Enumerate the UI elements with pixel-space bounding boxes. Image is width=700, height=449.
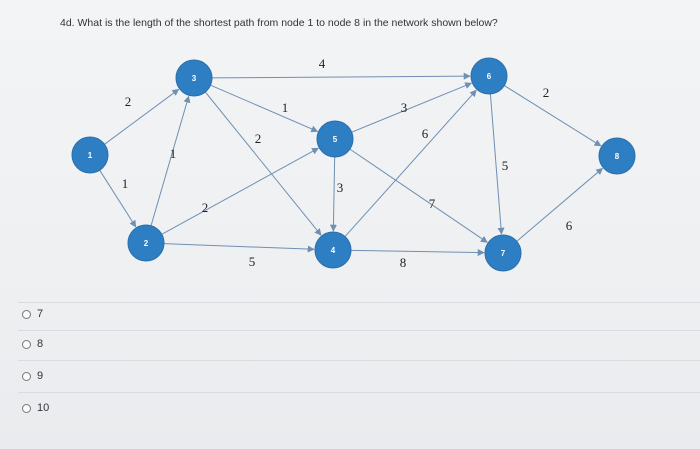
edge-3-5 <box>210 84 319 133</box>
node-label: 3 <box>192 74 197 83</box>
radio-button[interactable] <box>22 339 31 349</box>
edge-weight-label: 1 <box>170 146 177 161</box>
node-5: 5 <box>316 120 354 158</box>
node-circle <box>484 234 522 272</box>
node-2: 2 <box>127 224 165 262</box>
divider <box>18 330 700 331</box>
edge-6-8 <box>503 85 602 147</box>
answer-option-3[interactable]: 9 <box>22 368 43 384</box>
edge-weight-label: 8 <box>400 255 407 270</box>
node-circle <box>314 231 352 269</box>
node-8: 8 <box>598 137 636 175</box>
node-6: 6 <box>470 57 508 95</box>
edge-weight-label: 2 <box>255 131 262 146</box>
node-label: 2 <box>144 239 149 248</box>
edge-weight-label: 3 <box>401 100 408 115</box>
edge-weight-label: 2 <box>125 94 132 109</box>
edge-weight-label: 2 <box>543 85 550 100</box>
edge-weight-label: 1 <box>282 100 289 115</box>
node-circle <box>470 57 508 95</box>
radio-button[interactable] <box>22 371 31 381</box>
answer-option-2[interactable]: 8 <box>22 336 43 352</box>
edge-weight-label: 6 <box>422 126 429 141</box>
node-label: 7 <box>501 249 506 258</box>
edge-weight-label: 5 <box>502 158 509 173</box>
edge-weight-label: 1 <box>122 176 129 191</box>
node-circle <box>598 137 636 175</box>
node-label: 5 <box>333 135 338 144</box>
answer-option-1[interactable]: 7 <box>22 306 43 322</box>
edge-5-4 <box>329 156 337 232</box>
node-circle <box>316 120 354 158</box>
node-circle <box>127 224 165 262</box>
divider <box>18 392 700 393</box>
edge-2-5 <box>161 147 319 235</box>
edge-3-6 <box>211 72 471 80</box>
node-circle <box>175 59 213 97</box>
edge-6-7 <box>489 93 505 235</box>
edge-weight-label: 4 <box>319 56 326 71</box>
answer-option-4[interactable]: 10 <box>22 400 49 416</box>
node-4: 4 <box>314 231 352 269</box>
node-circle <box>71 136 109 174</box>
edge-weight-label: 2 <box>202 200 209 215</box>
question-text: 4d. What is the length of the shortest p… <box>60 17 498 29</box>
node-label: 1 <box>88 151 93 160</box>
node-label: 4 <box>331 246 336 255</box>
radio-button[interactable] <box>22 403 31 413</box>
answer-option-label: 7 <box>37 308 44 320</box>
node-label: 8 <box>615 152 620 161</box>
edge-3-4 <box>204 91 322 236</box>
edge-1-3 <box>104 88 180 145</box>
edge-5-7 <box>349 148 488 243</box>
node-label: 6 <box>487 72 492 81</box>
edge-1-2 <box>99 169 137 228</box>
edge-weight-label: 6 <box>566 218 573 233</box>
divider <box>18 360 700 361</box>
answer-option-label: 10 <box>37 402 50 414</box>
node-7: 7 <box>484 234 522 272</box>
edge-7-8 <box>516 167 604 242</box>
node-3: 3 <box>175 59 213 97</box>
edge-5-6 <box>351 82 473 133</box>
node-1: 1 <box>71 136 109 174</box>
edge-2-4 <box>163 243 315 253</box>
edge-2-3 <box>150 95 191 226</box>
radio-button[interactable] <box>22 309 31 319</box>
divider <box>18 302 700 303</box>
edge-weight-label: 5 <box>249 254 256 269</box>
edge-4-7 <box>350 249 485 257</box>
answer-option-label: 9 <box>37 370 44 382</box>
edge-weight-label: 7 <box>429 196 436 211</box>
edge-weight-label: 3 <box>337 180 344 195</box>
edge-4-6 <box>344 89 477 237</box>
answer-option-label: 8 <box>37 338 44 350</box>
